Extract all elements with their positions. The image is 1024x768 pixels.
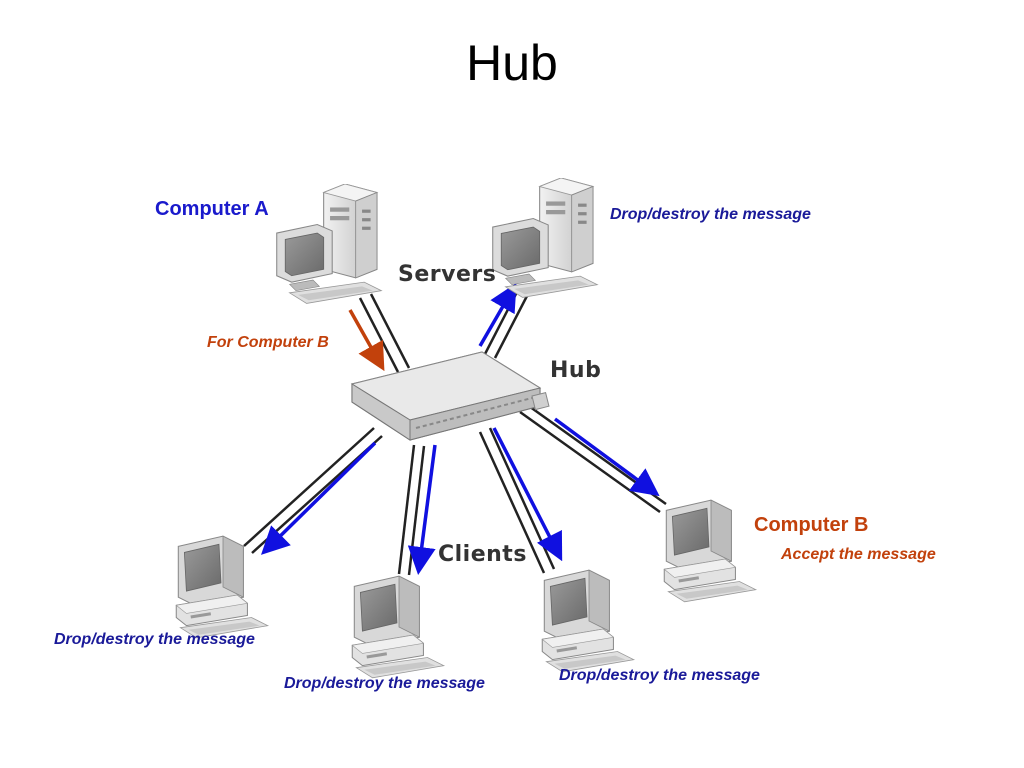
server-status-label: Drop/destroy the message — [610, 206, 811, 223]
clients-label: Clients — [438, 542, 527, 567]
client-3-status-label: Drop/destroy the message — [559, 667, 760, 684]
arrow-to-computer-b — [553, 417, 660, 497]
client-2-icon — [351, 575, 445, 679]
computer-b-status-label: Accept the message — [781, 546, 936, 563]
arrow-to-client-1 — [261, 441, 377, 555]
broadcast-arrows — [261, 282, 660, 575]
client-1-status-label: Drop/destroy the message — [54, 631, 255, 648]
computer-b-icon — [663, 499, 757, 603]
arrow-to-server — [478, 282, 517, 347]
page-title: Hub — [466, 35, 558, 91]
computer-a-icon — [276, 184, 382, 305]
message-label: For Computer B — [207, 334, 329, 351]
server-icon — [492, 178, 598, 299]
client-2-status-label: Drop/destroy the message — [284, 675, 485, 692]
computer-a-label: Computer A — [155, 198, 269, 220]
hub-label: Hub — [550, 358, 602, 383]
cables — [243, 289, 667, 576]
arrow-to-client-3 — [492, 427, 563, 562]
hub-device — [350, 351, 550, 441]
arrow-from-computer-a — [348, 309, 385, 372]
servers-label: Servers — [398, 262, 497, 287]
arrow-to-client-2 — [407, 444, 437, 575]
client-3-icon — [541, 569, 635, 673]
computer-b-label: Computer B — [754, 514, 869, 536]
